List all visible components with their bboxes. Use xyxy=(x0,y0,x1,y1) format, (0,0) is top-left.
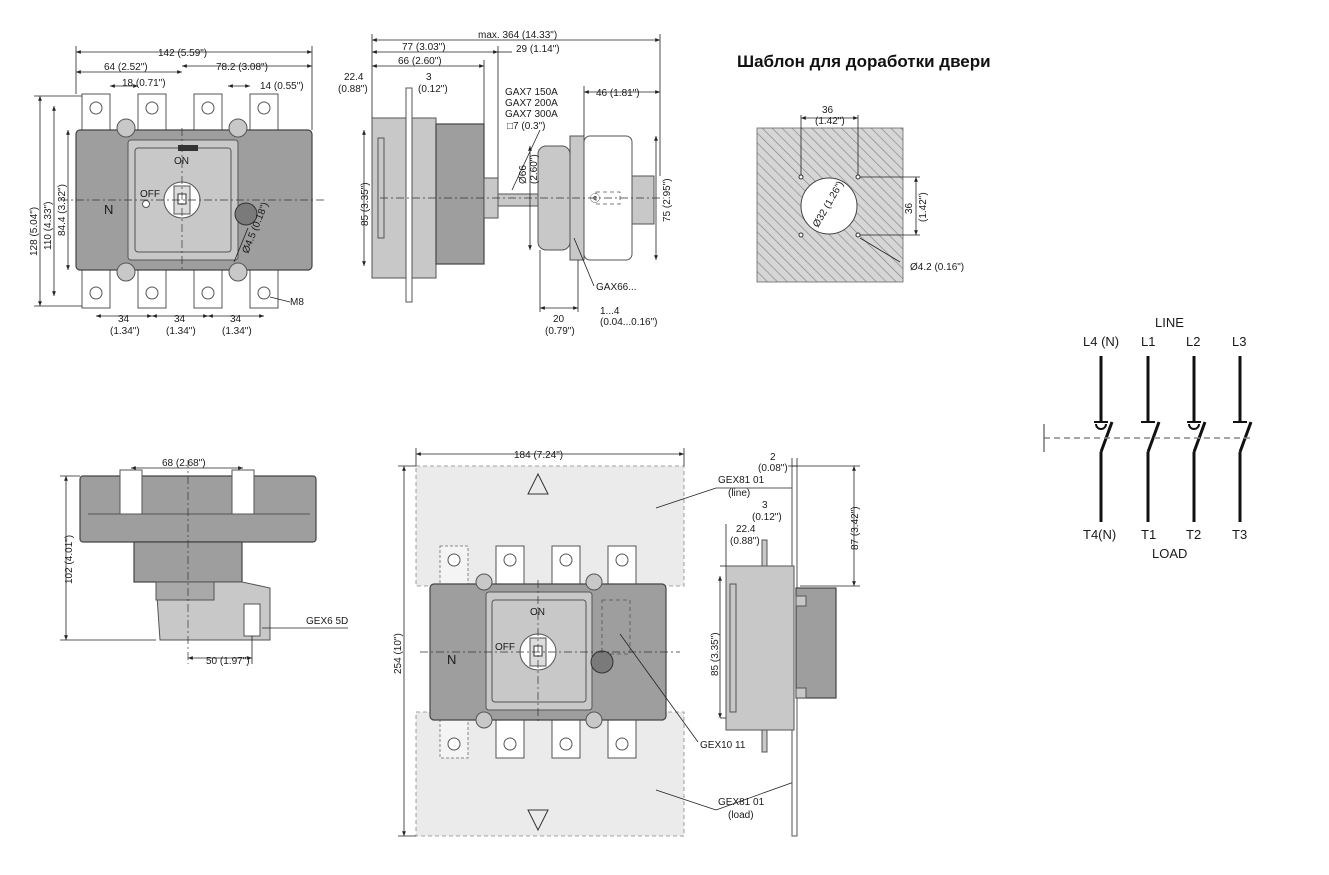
svg-text:ⓔ: ⓔ xyxy=(590,193,600,205)
schematic-top-l2: L2 xyxy=(1186,334,1200,349)
dim-46: 46 (1.81") xyxy=(596,88,640,99)
dim-3-mm: 3 xyxy=(426,72,432,83)
dim-dia-66-in: (2.60") xyxy=(529,154,540,184)
pitch-2-mm: 34 xyxy=(174,314,186,325)
shroud-neutral-label: N xyxy=(447,652,456,667)
template-small-hole: Ø4.2 (0.16") xyxy=(910,262,964,273)
neutral-label: N xyxy=(104,202,113,217)
schematic-top-l4: L4 (N) xyxy=(1083,334,1119,349)
dim-77: 77 (3.03") xyxy=(402,42,446,53)
dim-1-4-in: (0.04...0.16") xyxy=(600,317,657,328)
gex81-line-code: GEX81 01 xyxy=(718,475,765,486)
shroud-dim-184: 184 (7.24") xyxy=(514,450,563,461)
schematic-bottom-t2: T2 xyxy=(1186,527,1201,542)
schematic-top-l1: L1 xyxy=(1141,334,1155,349)
dim-dia-66-mm: Ø66 xyxy=(518,165,529,184)
schematic-line-title: LINE xyxy=(1155,315,1184,330)
dim-20-mm: 20 xyxy=(553,314,565,325)
shroud-on-label: ON xyxy=(530,607,545,618)
pitch-1-mm: 34 xyxy=(118,314,130,325)
side-view: ⓔ max. 364 (14.33") 77 (3.03") 29 (1.14"… xyxy=(338,30,673,337)
template-dim-h-in: (1.42") xyxy=(815,116,845,127)
bottom-terminals xyxy=(81,269,279,309)
dim-left-width: 64 (2.52") xyxy=(104,62,148,73)
gex6-label: GEX6 5D xyxy=(306,616,348,627)
shroud-dim-3-in: (0.12") xyxy=(752,512,782,523)
door-template-title: Шаблон для доработки двери xyxy=(737,52,991,71)
dim-height-total: 128 (5.04") xyxy=(29,207,40,256)
gax-200: GAX7 200A xyxy=(505,98,558,109)
schematic-bottom-t1: T1 xyxy=(1141,527,1156,542)
shroud-bottom-terminals xyxy=(439,719,637,759)
shroud-dim-22-4-mm: 22.4 xyxy=(736,524,756,535)
dim-1-4-mm: 1...4 xyxy=(600,306,620,317)
shroud-dim-2-mm: 2 xyxy=(770,452,776,463)
gex81-load-note: (load) xyxy=(728,810,754,821)
template-dim-h-mm: 36 xyxy=(822,105,834,116)
dim-height-body: 84.4 (3.32") xyxy=(57,184,68,236)
gex81-load-code: GEX81 01 xyxy=(718,797,765,808)
dim-75: 75 (2.95") xyxy=(662,178,673,222)
pitch-3-in: (1.34") xyxy=(222,326,252,337)
shroud-dim-85: 85 (3.35") xyxy=(710,632,721,676)
shroud-dim-3-mm: 3 xyxy=(762,500,768,511)
shroud-front-view: N OFF ON 184 (7.24") 254 (10") GEX81 01 … xyxy=(393,448,795,837)
screw-label: M8 xyxy=(290,297,304,308)
schematic-bottom-t3: T3 xyxy=(1232,527,1247,542)
gax-square: □7 (0.3") xyxy=(507,121,546,132)
dim-22-4-in: (0.88") xyxy=(338,84,368,95)
gax66-label: GAX66... xyxy=(596,282,637,293)
shroud-dim-2-in: (0.08") xyxy=(758,463,788,474)
template-dim-v-in: (1.42") xyxy=(918,192,929,222)
gax-300: GAX7 300A xyxy=(505,109,558,120)
on-label: ON xyxy=(174,156,189,167)
pitch-2-in: (1.34") xyxy=(166,326,196,337)
dim-85: 85 (3.35") xyxy=(360,182,371,226)
dim-tab-right: 14 (0.55") xyxy=(260,81,304,92)
schematic-load-title: LOAD xyxy=(1152,546,1187,561)
gax-150: GAX7 150A xyxy=(505,87,558,98)
shroud-dim-22-4-in: (0.88") xyxy=(730,536,760,547)
dim-102: 102 (4.01") xyxy=(64,535,75,584)
dim-max-length: max. 364 (14.33") xyxy=(478,30,557,41)
schematic-top-l3: L3 xyxy=(1232,334,1246,349)
top-terminals xyxy=(81,93,279,133)
pole-l3 xyxy=(1233,356,1253,522)
pole-l4 xyxy=(1094,356,1114,522)
schematic-bottom-t4: T4(N) xyxy=(1083,527,1116,542)
pole-l1 xyxy=(1141,356,1161,522)
shroud-side-view: 87 (3.42") 2 (0.08") 3 (0.12") 22.4 (0.8… xyxy=(710,452,861,837)
dim-right-width: 78.2 (3.08") xyxy=(216,62,268,73)
off-label: OFF xyxy=(140,189,160,200)
dim-height-mid: 110 (4.33") xyxy=(43,202,54,250)
dim-29: 29 (1.14") xyxy=(516,44,560,55)
gex10-label: GEX10 11 xyxy=(700,740,746,751)
dim-total-width: 142 (5.59") xyxy=(158,48,207,59)
shroud-top-terminals xyxy=(439,545,637,585)
shroud-dim-254: 254 (10") xyxy=(393,633,404,674)
front-view: N OFF ON Ø4.5 (0.18") M8 142 (5.59") 64 … xyxy=(29,46,325,337)
dim-22-4-mm: 22.4 xyxy=(344,72,364,83)
gex81-line-note: (line) xyxy=(728,488,750,499)
dim-tab-width: 18 (0.71") xyxy=(122,78,166,89)
dim-66: 66 (2.60") xyxy=(398,56,442,67)
dim-20-in: (0.79") xyxy=(545,326,575,337)
dim-3-in: (0.12") xyxy=(418,84,448,95)
bottom-view: 68 (2.68") 102 (4.01") 50 (1.97") GEX6 5… xyxy=(60,458,348,667)
dim-68: 68 (2.68") xyxy=(162,458,206,469)
dim-50: 50 (1.97") xyxy=(206,656,250,667)
template-dim-v-mm: 36 xyxy=(904,202,915,214)
door-template: 36 (1.42") 36 (1.42") Ø32 (1.26") Ø4.2 (… xyxy=(756,105,964,283)
pole-l2 xyxy=(1187,356,1207,522)
wiring-schematic: LINE L4 (N) L1 L2 L3 xyxy=(1043,315,1253,561)
pitch-3-mm: 34 xyxy=(230,314,242,325)
shroud-off-label: OFF xyxy=(495,642,515,653)
shroud-dim-87: 87 (3.42") xyxy=(850,506,861,550)
pitch-1-in: (1.34") xyxy=(110,326,140,337)
